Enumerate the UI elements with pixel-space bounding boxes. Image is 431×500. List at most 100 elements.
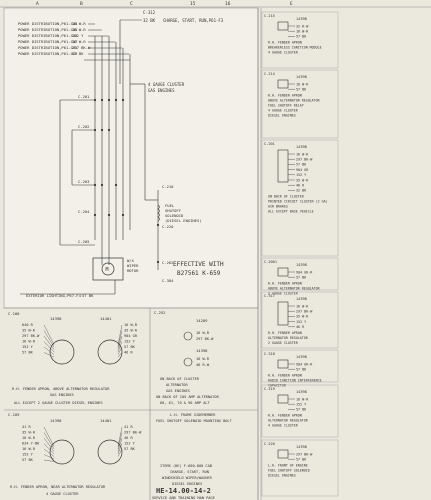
ruler-mark: 15 [190,1,196,7]
pin-label: 35 W-R [296,178,309,182]
pin-label: 634 Y-BK [22,442,40,446]
pin-label: 904 GR [296,168,309,172]
pin-label: 57 BK [124,447,136,451]
pin-label: 16 W-R [22,340,36,344]
items-line: DIESEL ENGINES [172,482,202,486]
wiper-label: MOTOR [127,268,139,273]
pin-label: 57 BK [124,345,136,349]
panel-desc: R.H. FENDER APRON [268,41,302,45]
pin-label: 16 W-R [196,331,210,335]
panel-desc: ABOVE ALTERNATOR REGULATOR [268,286,320,290]
panel-desc: R.H. FENDER APRON, NEAR ALTERNATOR REGUL… [10,485,106,489]
panel-desc: ON BACK OF 105 AMP ALTERNATOR [156,395,220,399]
panel-desc: ALL EXCEPT BASE VEHICLE [268,210,314,214]
panel-desc: CAPACITOR [268,383,286,387]
panel-desc: 60, 61, 70 & 90 AMP ALT [160,401,211,405]
panel-desc: L.H. FRAME SIDEMEMBER [170,413,216,417]
power-feed-wire: 297 BK-W [72,45,91,50]
panel-code: C-319 [264,387,275,391]
panel-code: C-220 [264,442,275,446]
panel-desc: DIESEL ENGINES [268,473,296,477]
items-line: WINDSHIELD WIPER/WASHER [162,476,213,480]
ruler-mark: A [36,1,39,7]
panel-desc: R.H. FENDER APRON [268,281,302,285]
pin-label: 41 R [22,425,31,429]
ruler-mark: 16 [225,1,231,7]
pin-label: 57 BK [296,458,307,462]
panel-part: 14398 [296,75,307,79]
pin-label: 297 BK-W [296,452,313,456]
pin-label: 152 Y [22,453,34,457]
pin-label: 57 BK [296,88,307,92]
pin-label: 35 W-R [296,315,309,319]
panel-desc: PRINTED CIRCUIT CLUSTER (2 GA) [268,200,328,204]
fuel-solenoid-symbol [157,204,160,222]
panel-part: 14401 [100,418,112,423]
items-line: ITEMS (HE) F-600-800 CAB [160,464,212,468]
pin-label: 152 Y [296,403,306,407]
pin-label: 35 W-R [22,329,36,333]
panel-desc: R.H. FENDER APRON [268,373,302,377]
connector-label: C-204 [78,209,90,214]
connector-label: C-210 [162,184,174,189]
items-line: CHARGE, START, RUN [170,470,209,474]
cluster-sub-label: GAS ENGINES [148,88,175,93]
pin-label: 16 W-R [22,447,36,451]
power-feed-wire: 16 W-R [72,21,86,26]
pin-label: 297 BK-W [22,334,40,338]
connector-panel: C-214 14398 16 W-R 57 BKR.H. FENDER APRONAB… [261,69,339,139]
panel-part: 14289 [196,318,208,323]
power-feed-wire: 16 W-R [72,39,86,44]
pin-label: 904 GR [124,334,138,338]
pin-label: 16 W-R [124,323,138,327]
panel-desc: 4 GAUGE CLUSTER [268,51,298,55]
power-feed-label: POWER DISTRIBUTION,P61-G19 [18,51,78,56]
pin-label: 57 BK [296,276,307,280]
pin-label: 16 W-R [296,82,309,86]
pin-label: 46 R [296,184,305,188]
power-feed-wire: 152 Y [72,33,84,38]
panel-desc: ABOVE ALTERNATOR REGULATOR [268,98,320,102]
panel-desc: RADIO IGNITION INTERFERENCE [268,378,322,382]
power-feed-label: POWER DISTRIBUTION,P61-G11 [18,45,78,50]
pin-label: 152 Y [296,173,306,177]
pin-label: 16 W-R [296,152,309,156]
panel-code: C-252 [154,310,165,315]
panel-desc: ALTERNATOR [166,383,188,387]
page-number: HE-14.00-14-2 [156,487,211,495]
pin-label: 57 BK [296,163,307,167]
pin-label: 46 R [124,351,133,355]
panel-desc: ALL EXCEPT 2 GAUGE CLUSTER DIESEL ENGINE… [14,401,103,405]
connector-label: C-262 [162,260,173,265]
pin-label: 640 R [22,323,34,327]
pin-label: 32 BK [296,189,307,193]
ruler-mark: B [80,1,83,7]
panel-code: C-214 [264,72,275,76]
pin-label: 152 Y [124,442,136,446]
exterior-ref: EXTERIOR LIGHTING,P67-F4 [26,293,82,298]
panel-code: C-2001 [264,260,277,264]
connector-label: C-202 [78,124,89,129]
effective-line-1: EFFECTIVE WITH [173,261,224,268]
panel-code: C-215 [264,14,275,18]
connector-label: C-201 [78,94,90,99]
panel-desc: ALTERNATOR REGULATOR [268,336,308,340]
panel-desc: R.H. FENDER APRON [268,93,302,97]
pin-label: 46 R-W [196,363,210,367]
panel-desc: R.H. FENDER APRON [268,331,302,335]
pin-label: 16 W-R [22,436,36,440]
pin-label: 57 BK [296,408,307,412]
panel-part: 14398 [296,17,307,21]
top-ref-text: CHARGE, START, RUN,P61-F3 [163,18,224,23]
